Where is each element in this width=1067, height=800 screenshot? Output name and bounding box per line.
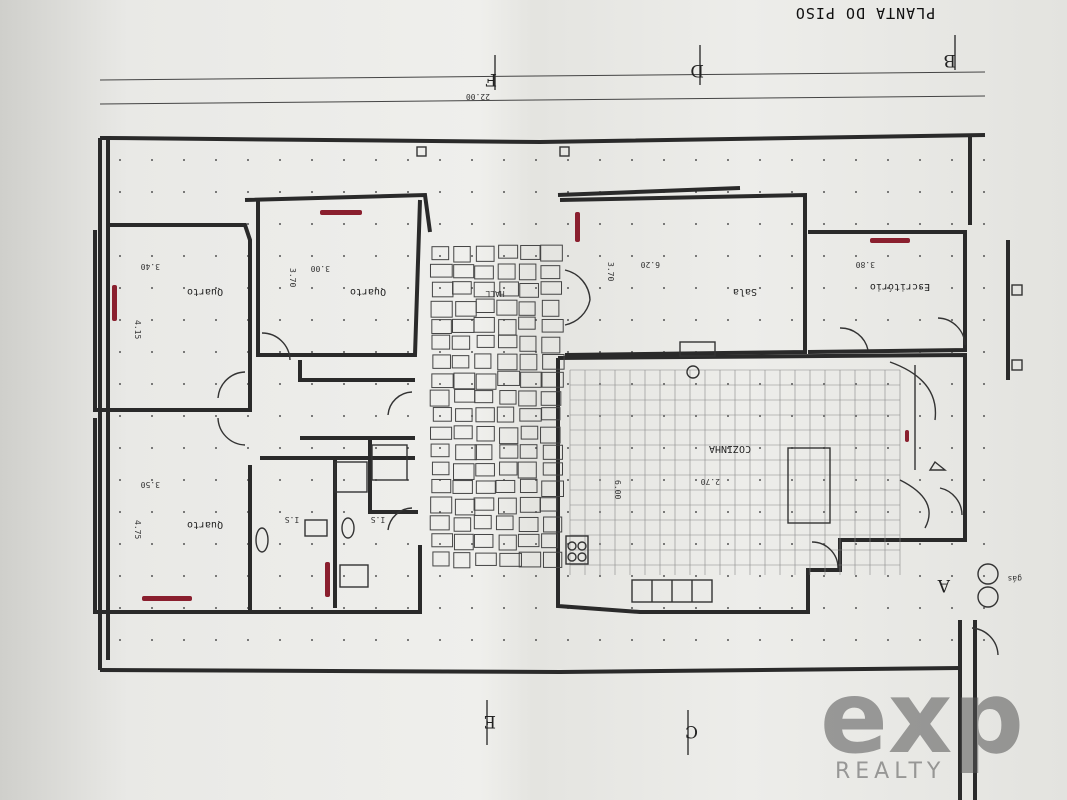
red-marks bbox=[112, 210, 910, 601]
dim-q1-height: 4.15 bbox=[133, 320, 142, 339]
room-label-escritorio: Escritório bbox=[870, 281, 930, 293]
staircase bbox=[889, 361, 947, 529]
axis-label-e: E bbox=[484, 711, 496, 731]
room-label-is-2: I.S bbox=[371, 515, 386, 524]
hall-stone-paving bbox=[429, 244, 565, 569]
room-label-sala: Sala bbox=[733, 286, 757, 297]
axis-label-d: D bbox=[690, 60, 704, 80]
plan-title: PLANTA DO PISO bbox=[795, 4, 935, 22]
room-label-is-1: I.S bbox=[285, 515, 300, 524]
dim-q3-width: 3.50 bbox=[141, 480, 160, 489]
dimension-labels: 3.40 4.15 3.00 3.70 6.20 3.70 3.80 3.50 … bbox=[133, 260, 875, 539]
axis-label-f: F bbox=[485, 69, 497, 89]
room-label-cozinha: COZINHA bbox=[709, 443, 751, 454]
exterior-fixtures: gás bbox=[416, 146, 1023, 608]
dim-q3-height: 4.75 bbox=[133, 520, 142, 539]
kitchen-tile-grid bbox=[569, 369, 901, 575]
axis-markers: F D B E C A bbox=[484, 35, 956, 755]
dim-cozinha-width: 6.00 bbox=[613, 480, 622, 499]
room-label-hall: HALL bbox=[485, 289, 504, 298]
logo-sub: REALTY bbox=[835, 759, 945, 784]
room-label-quarto-2: Quarto bbox=[350, 286, 386, 297]
room-label-quarto-1: Quarto bbox=[187, 286, 223, 297]
room-label-quarto-3: Quarto bbox=[187, 519, 223, 530]
room-labels: Quarto Quarto Sala Escritório COZINHA Qu… bbox=[187, 281, 930, 530]
gas-label: gás bbox=[1007, 574, 1022, 583]
axis-label-b: B bbox=[944, 50, 957, 70]
top-chain-label: 22.00 bbox=[466, 92, 490, 101]
logo-brand: exp bbox=[820, 659, 1024, 776]
top-dimension-chain: 22.00 bbox=[99, 71, 986, 105]
door-swings bbox=[217, 269, 999, 656]
axis-label-c: C bbox=[685, 721, 698, 741]
dim-escritorio-width: 3.80 bbox=[856, 260, 875, 269]
axis-label-a: A bbox=[937, 575, 951, 595]
dim-q2-width: 3.00 bbox=[311, 264, 330, 273]
bathroom-fixtures bbox=[255, 444, 408, 588]
dim-sala-height: 3.70 bbox=[606, 262, 615, 281]
dim-sala-width: 6.20 bbox=[641, 260, 660, 269]
dim-q1-width: 3.40 bbox=[141, 262, 160, 271]
dim-q2-height: 3.70 bbox=[288, 268, 297, 287]
outer-walls bbox=[98, 133, 986, 800]
dim-cozinha-height: 2.70 bbox=[701, 477, 720, 486]
exp-realty-logo: exp REALTY bbox=[820, 659, 1024, 784]
room-walls bbox=[93, 186, 967, 614]
kitchen-fixtures bbox=[565, 341, 831, 603]
